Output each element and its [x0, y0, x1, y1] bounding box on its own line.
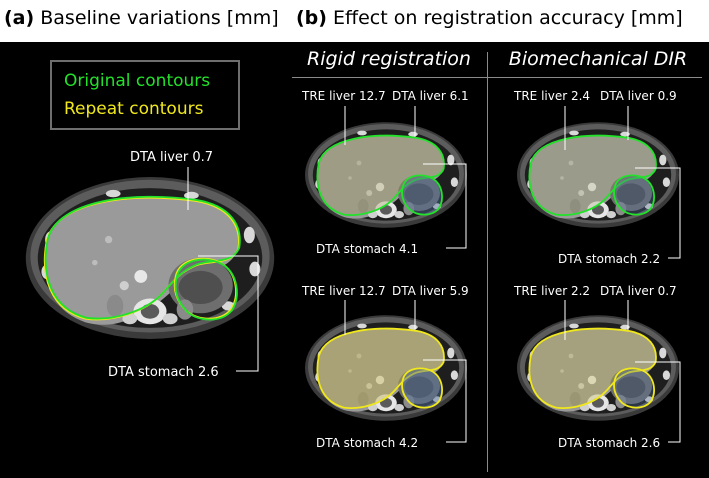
contour-legend: Original contours Repeat contours — [50, 60, 240, 130]
column-header-divider — [292, 77, 702, 78]
panel-b-tag: (b) — [296, 7, 327, 29]
ct-scan-baseline — [25, 177, 275, 339]
ct-scan-rigid-repeat — [305, 315, 467, 421]
panel-b-title: Effect on registration accuracy [mm] — [333, 7, 683, 29]
column-title-biomechanical: Biomechanical DIR — [508, 48, 688, 70]
column-divider — [487, 52, 488, 472]
panel-a-header: (a) Baseline variations [mm] — [0, 0, 280, 42]
ct-scan-bio-original — [517, 122, 679, 228]
rigid-bottom-tre-liver: TRE liver 12.7 — [302, 284, 386, 298]
panel-a-title: Baseline variations [mm] — [40, 7, 279, 29]
ct-scan-rigid-original — [305, 122, 467, 228]
bio-top-dta-stomach: DTA stomach 2.2 — [558, 252, 661, 266]
panel-a-tag: (a) — [4, 7, 35, 29]
panel-a-dta-stomach: DTA stomach 2.6 — [108, 365, 219, 380]
rigid-top-tre-liver: TRE liver 12.7 — [302, 89, 386, 103]
legend-original: Original contours — [64, 71, 211, 91]
bio-top-dta-liver: DTA liver 0.9 — [600, 89, 677, 103]
bio-bottom-tre-liver: TRE liver 2.2 — [514, 284, 591, 298]
bio-top-tre-liver: TRE liver 2.4 — [514, 89, 591, 103]
rigid-top-dta-stomach: DTA stomach 4.1 — [316, 242, 419, 256]
column-title-rigid: Rigid registration — [307, 48, 471, 70]
rigid-bottom-dta-stomach: DTA stomach 4.2 — [316, 436, 419, 450]
panel-b-header: (b) Effect on registration accuracy [mm] — [280, 0, 709, 42]
panel-a-dta-liver: DTA liver 0.7 — [130, 150, 214, 165]
bio-bottom-dta-stomach: DTA stomach 2.6 — [558, 436, 661, 450]
ct-scan-bio-repeat — [517, 315, 679, 421]
rigid-top-dta-liver: DTA liver 6.1 — [392, 89, 469, 103]
legend-repeat: Repeat contours — [64, 99, 204, 119]
bio-bottom-dta-liver: DTA liver 0.7 — [600, 284, 677, 298]
rigid-bottom-dta-liver: DTA liver 5.9 — [392, 284, 469, 298]
